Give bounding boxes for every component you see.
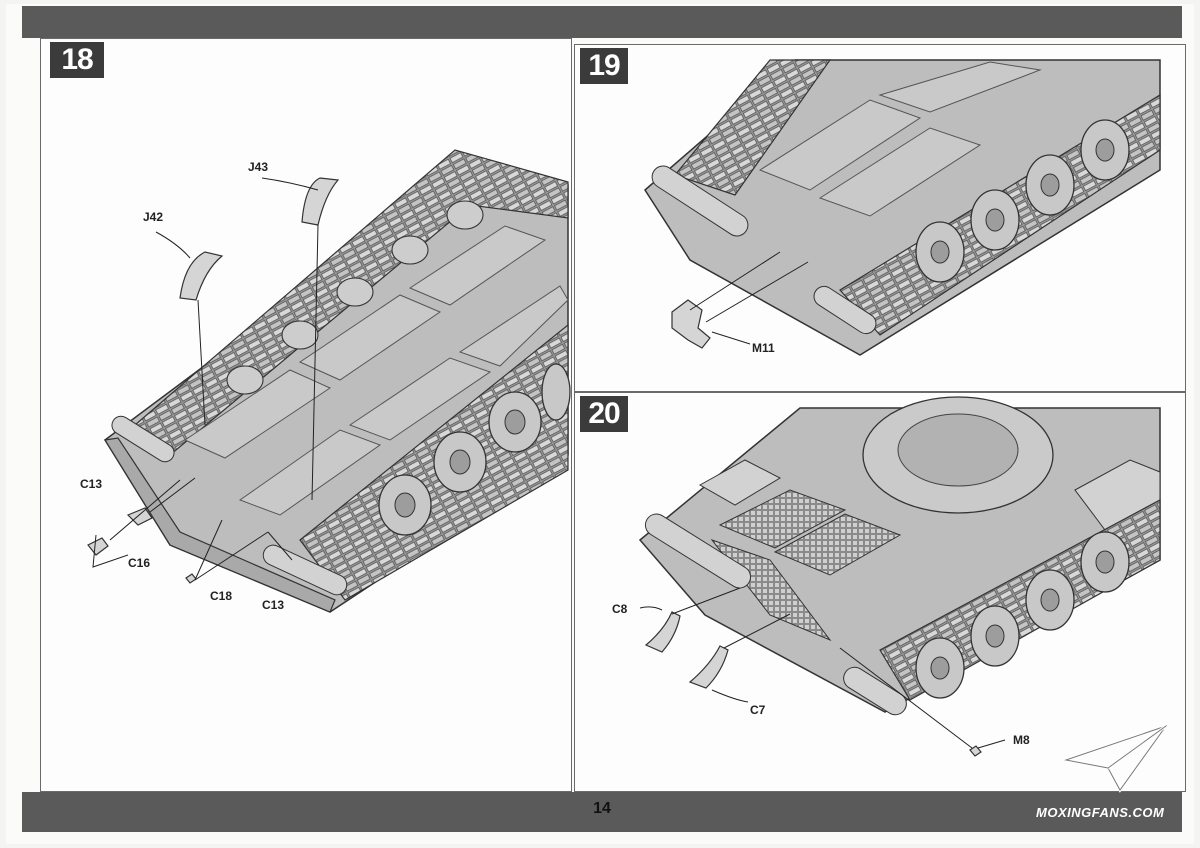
step-20-hull <box>638 396 1161 716</box>
part-label-j43: J43 <box>248 160 269 174</box>
step-19-hull <box>644 59 1161 356</box>
part-label-c18: C18 <box>210 589 233 603</box>
step-18-badge: 18 <box>50 42 104 78</box>
step-18-parts <box>87 177 340 584</box>
step-18-guide-lines <box>92 177 319 581</box>
part-label-m11: M11 <box>752 341 775 355</box>
part-label-c16: C16 <box>128 556 151 570</box>
part-label-c13-left: C13 <box>80 477 103 491</box>
watermark-text: MOXINGFANS.COM <box>1036 805 1165 820</box>
top-band <box>22 6 1182 38</box>
bottom-band: 14 <box>22 792 1182 832</box>
step-20-guide-lines <box>639 587 1006 749</box>
part-label-c13-right: C13 <box>262 598 285 612</box>
part-label-j42: J42 <box>143 210 164 224</box>
page-number: 14 <box>593 800 611 817</box>
part-label-m8: M8 <box>1013 733 1030 747</box>
step-18-number: 18 <box>61 43 93 76</box>
step-19-parts <box>671 251 809 349</box>
paper-plane-icon <box>1062 723 1170 793</box>
part-label-c8: C8 <box>612 602 628 616</box>
step-19-badge: 19 <box>580 48 628 84</box>
step-19-number: 19 <box>588 49 620 82</box>
step-20-badge: 20 <box>580 396 628 432</box>
step-18-hull <box>104 149 571 613</box>
step-20-number: 20 <box>588 397 620 430</box>
step-20-parts <box>644 611 982 757</box>
part-label-c7: C7 <box>750 703 766 717</box>
